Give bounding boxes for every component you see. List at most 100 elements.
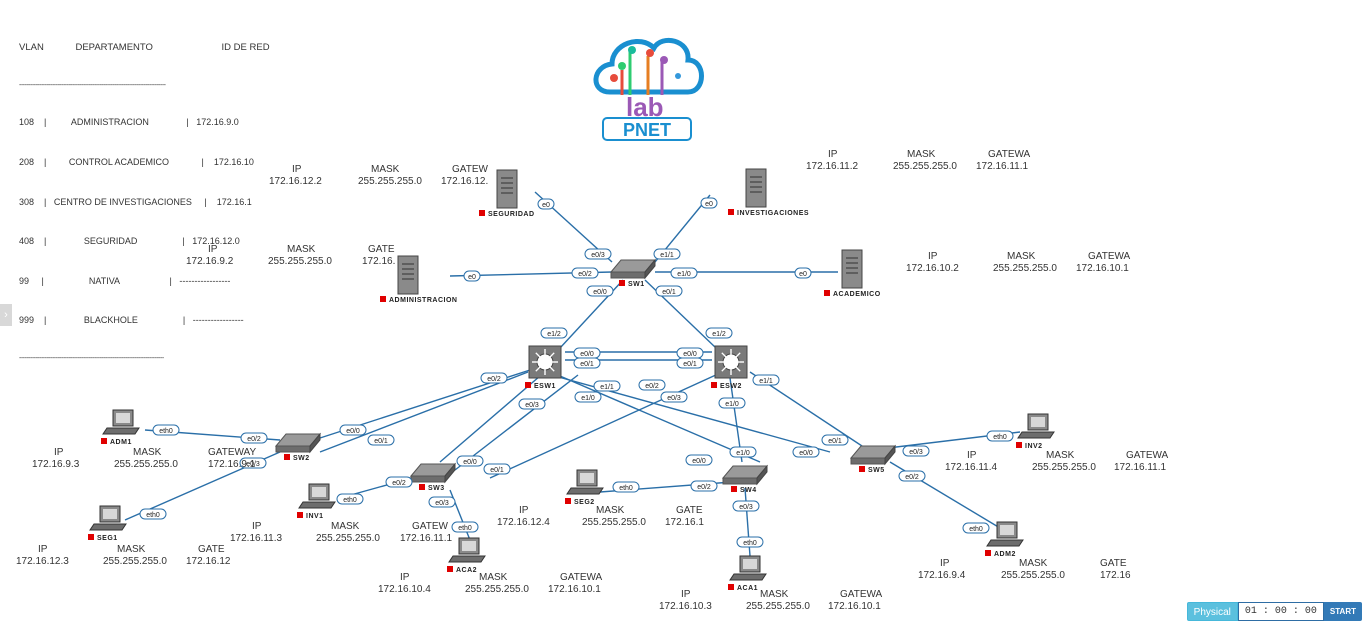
port-badge[interactable]: e0/3 bbox=[239, 457, 267, 469]
network-link[interactable] bbox=[439, 375, 541, 463]
address-text: GATE bbox=[198, 544, 225, 555]
node-adm2[interactable]: ADM2 bbox=[985, 521, 1024, 558]
port-badge[interactable]: e0/0 bbox=[586, 285, 614, 297]
port-badge[interactable]: eth0 bbox=[962, 522, 990, 534]
port-badge[interactable]: e0/1 bbox=[655, 285, 683, 297]
network-link[interactable] bbox=[559, 375, 761, 463]
port-badge[interactable]: e0/1 bbox=[676, 357, 704, 369]
address-text: IP bbox=[828, 149, 838, 160]
port-badge[interactable]: eth0 bbox=[612, 481, 640, 493]
port-badge[interactable]: e0/3 bbox=[660, 391, 688, 403]
port-badge[interactable]: eth0 bbox=[736, 536, 764, 548]
node-academico[interactable]: ACADEMICO bbox=[824, 249, 881, 298]
port-badge[interactable]: e0/1 bbox=[367, 434, 395, 446]
port-badge[interactable]: e1/1 bbox=[752, 374, 780, 386]
port-label: e1/2 bbox=[712, 331, 726, 338]
port-label: e0/3 bbox=[591, 252, 605, 259]
network-link[interactable] bbox=[454, 374, 579, 471]
port-label: e0/3 bbox=[667, 395, 681, 402]
port-badge[interactable]: eth0 bbox=[152, 424, 180, 436]
node-label: SW4 bbox=[740, 487, 757, 494]
node-inv2[interactable]: INV2 bbox=[1016, 413, 1055, 450]
port-badge[interactable]: e0/1 bbox=[573, 357, 601, 369]
node-inv1[interactable]: INV1 bbox=[297, 483, 336, 520]
server-icon bbox=[496, 169, 518, 209]
address-text: MASK bbox=[287, 244, 316, 255]
node-status-marker bbox=[619, 280, 625, 286]
node-aca2[interactable]: ACA2 bbox=[447, 537, 486, 574]
start-button[interactable]: START bbox=[1323, 602, 1362, 621]
node-sw1[interactable]: SW1 bbox=[609, 258, 657, 288]
port-badge[interactable]: e1/2 bbox=[705, 327, 733, 339]
port-badge[interactable]: e1/0 bbox=[574, 391, 602, 403]
node-sw5[interactable]: SW5 bbox=[849, 444, 897, 474]
port-badge[interactable]: e0/0 bbox=[676, 347, 704, 359]
address-text: 172.16.11.2 bbox=[806, 161, 859, 172]
port-badge[interactable]: e0/2 bbox=[480, 372, 508, 384]
address-text: MASK bbox=[133, 447, 162, 458]
node-seguridad[interactable]: SEGURIDAD bbox=[479, 169, 535, 218]
node-label: SEG1 bbox=[97, 535, 118, 542]
port-badge[interactable]: e1/0 bbox=[718, 397, 746, 409]
node-aca1[interactable]: ACA1 bbox=[728, 555, 767, 592]
port-badge[interactable]: e0/2 bbox=[638, 379, 666, 391]
node-seg1[interactable]: SEG1 bbox=[88, 505, 127, 542]
vlan-table: VLAN DEPARTAMENTO ID DE RED ------------… bbox=[19, 15, 270, 389]
port-badge[interactable]: e0/0 bbox=[456, 455, 484, 467]
port-badge[interactable]: e0/3 bbox=[428, 496, 456, 508]
port-badge[interactable]: e1/2 bbox=[540, 327, 568, 339]
port-badge[interactable]: e0/3 bbox=[584, 248, 612, 260]
port-badge[interactable]: e1/1 bbox=[653, 248, 681, 260]
port-badge[interactable]: e0/1 bbox=[821, 434, 849, 446]
port-badge[interactable]: e0/2 bbox=[385, 476, 413, 488]
port-label: e0/2 bbox=[645, 383, 659, 390]
port-badge[interactable]: e0/0 bbox=[685, 454, 713, 466]
port-badge[interactable]: e0/1 bbox=[483, 463, 511, 475]
node-sw3[interactable]: SW3 bbox=[409, 462, 457, 492]
port-badge[interactable]: e0/0 bbox=[339, 424, 367, 436]
node-seg2[interactable]: SEG2 bbox=[565, 469, 604, 506]
link-layer bbox=[124, 191, 1021, 557]
sidebar-toggle[interactable]: › bbox=[0, 304, 12, 326]
physical-button[interactable]: Physical bbox=[1186, 602, 1238, 621]
port-badge[interactable]: e0 bbox=[537, 198, 555, 210]
address-text: IP bbox=[967, 450, 977, 461]
node-sw2[interactable]: SW2 bbox=[274, 432, 322, 462]
port-badge[interactable]: eth0 bbox=[986, 430, 1014, 442]
port-badge[interactable]: e0/2 bbox=[571, 267, 599, 279]
port-badge[interactable]: e0/0 bbox=[573, 347, 601, 359]
port-badge[interactable]: e1/0 bbox=[670, 267, 698, 279]
port-badge[interactable]: e0/2 bbox=[690, 480, 718, 492]
node-label: INV2 bbox=[1025, 443, 1043, 450]
port-badge[interactable]: e0/3 bbox=[732, 500, 760, 512]
node-esw1[interactable]: ESW1 bbox=[525, 345, 562, 390]
port-badge[interactable]: e0 bbox=[463, 270, 481, 282]
network-link[interactable] bbox=[319, 371, 529, 453]
port-badge[interactable]: eth0 bbox=[336, 493, 364, 505]
port-badge[interactable]: e1/1 bbox=[593, 380, 621, 392]
port-badge[interactable]: e0 bbox=[700, 197, 718, 209]
port-badge[interactable]: e0 bbox=[794, 267, 812, 279]
address-text: GATE bbox=[1100, 558, 1127, 569]
network-link[interactable] bbox=[489, 373, 719, 479]
port-label: e0/1 bbox=[828, 438, 842, 445]
port-badge[interactable]: e0/3 bbox=[518, 398, 546, 410]
address-text: GATEW bbox=[412, 521, 448, 532]
port-badge[interactable]: e0/3 bbox=[902, 445, 930, 457]
node-administracion[interactable]: ADMINISTRACION bbox=[380, 255, 457, 304]
port-badge[interactable]: e0/2 bbox=[240, 432, 268, 444]
port-badge[interactable]: e0/2 bbox=[898, 470, 926, 482]
port-label: e0/2 bbox=[697, 484, 711, 491]
node-sw4[interactable]: SW4 bbox=[721, 464, 769, 494]
node-investigaciones[interactable]: INVESTIGACIONES bbox=[728, 168, 809, 217]
node-adm1[interactable]: ADM1 bbox=[101, 409, 140, 446]
port-badge[interactable]: e1/0 bbox=[729, 446, 757, 458]
port-badge[interactable]: eth0 bbox=[451, 521, 479, 533]
node-esw2[interactable]: ESW2 bbox=[711, 345, 748, 390]
port-badge[interactable]: eth0 bbox=[139, 508, 167, 520]
port-badge[interactable]: e0/0 bbox=[792, 446, 820, 458]
node-label: ESW1 bbox=[534, 383, 556, 390]
